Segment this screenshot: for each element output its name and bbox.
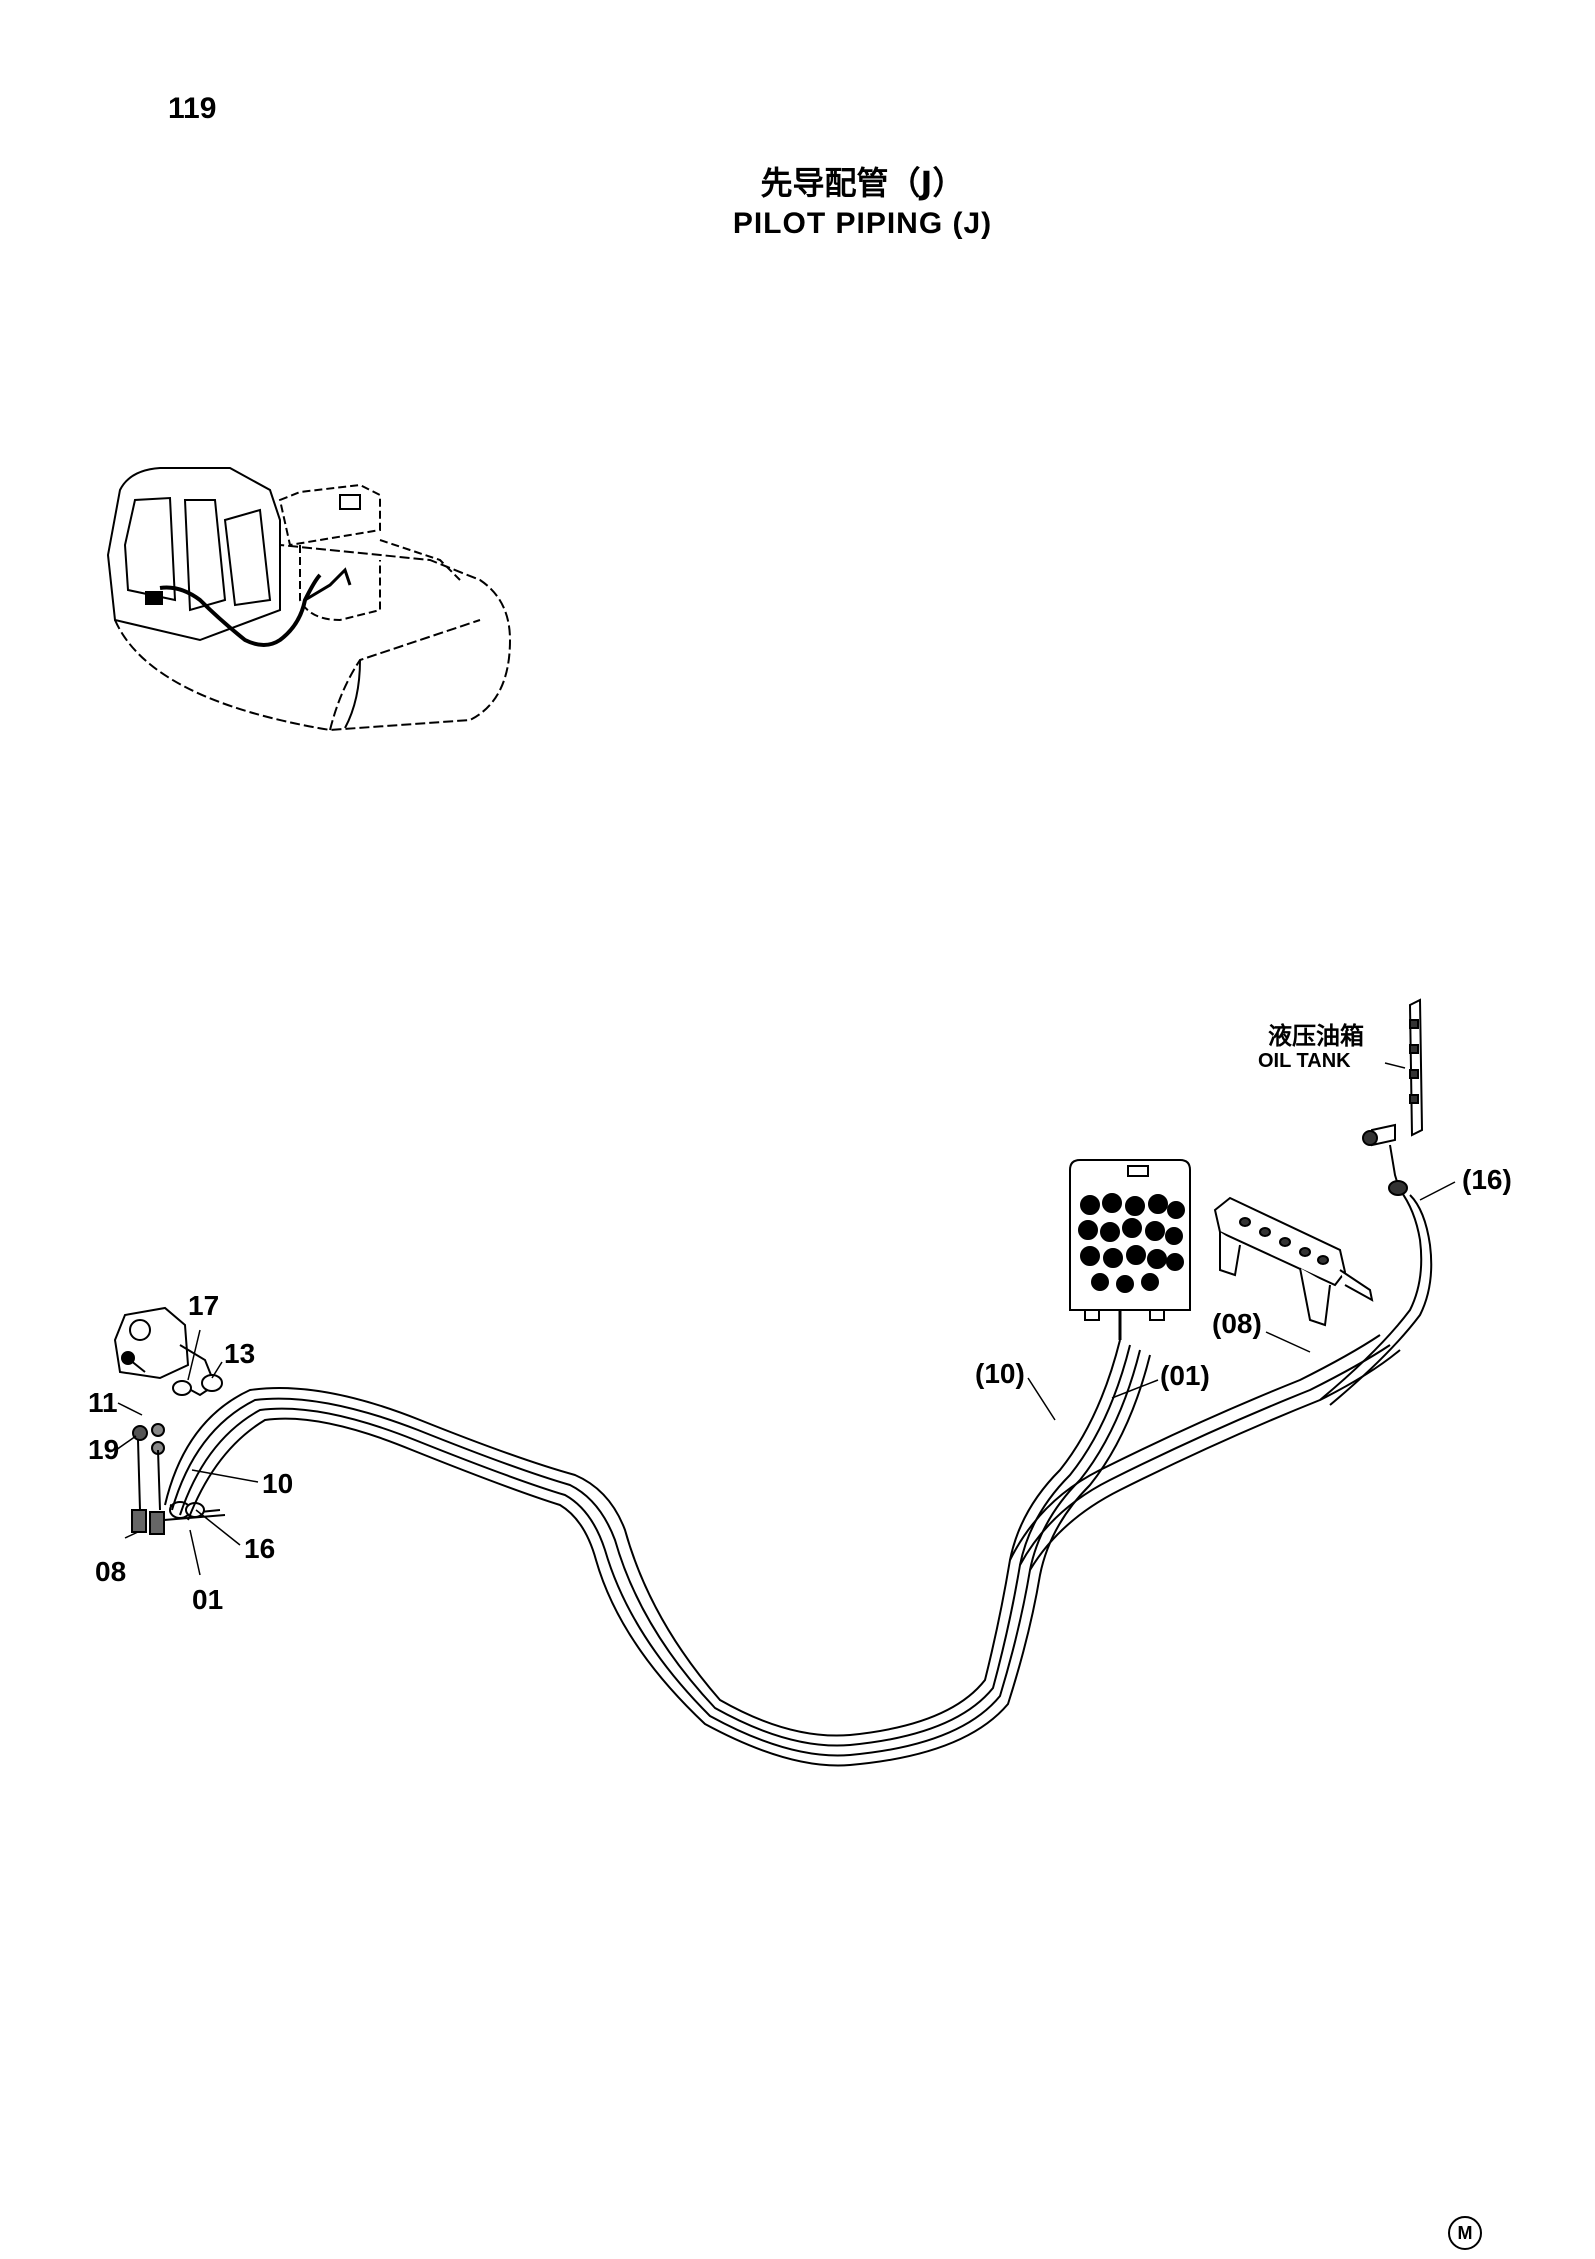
callout-11: 11	[88, 1387, 118, 1418]
oil-tank-label-chinese: 液压油箱	[1268, 1022, 1364, 1050]
callout-13: 13	[224, 1338, 256, 1369]
reference-16: (16)	[1462, 1164, 1512, 1195]
oil-tank-port	[1362, 998, 1424, 1196]
callout-17: 17	[188, 1290, 220, 1321]
footer-mark: M	[1448, 2216, 1482, 2250]
reference-10: (10)	[975, 1358, 1025, 1389]
leader-lines	[115, 1062, 1456, 1576]
valve-ports	[1078, 1193, 1185, 1293]
control-valve-block	[1069, 1159, 1191, 1340]
hose-bundle	[164, 1189, 1433, 1767]
callout-16: 16	[244, 1533, 276, 1564]
title-chinese: 先导配管（J）	[760, 164, 965, 202]
callout-08: 08	[95, 1556, 127, 1587]
excavator-overview	[106, 467, 512, 732]
oil-tank-label-english: OIL TANK	[1258, 1050, 1351, 1072]
pilot-valve-left	[113, 1306, 226, 1535]
title-english: PILOT PIPING (J)	[732, 207, 993, 240]
reference-01: (01)	[1160, 1360, 1210, 1391]
callout-01: 01	[192, 1584, 224, 1615]
page-number: 119	[168, 92, 217, 125]
manifold-bracket	[1213, 1196, 1374, 1327]
callout-19: 19	[88, 1434, 120, 1465]
reference-08: (08)	[1212, 1308, 1262, 1339]
callout-10: 10	[262, 1468, 294, 1499]
